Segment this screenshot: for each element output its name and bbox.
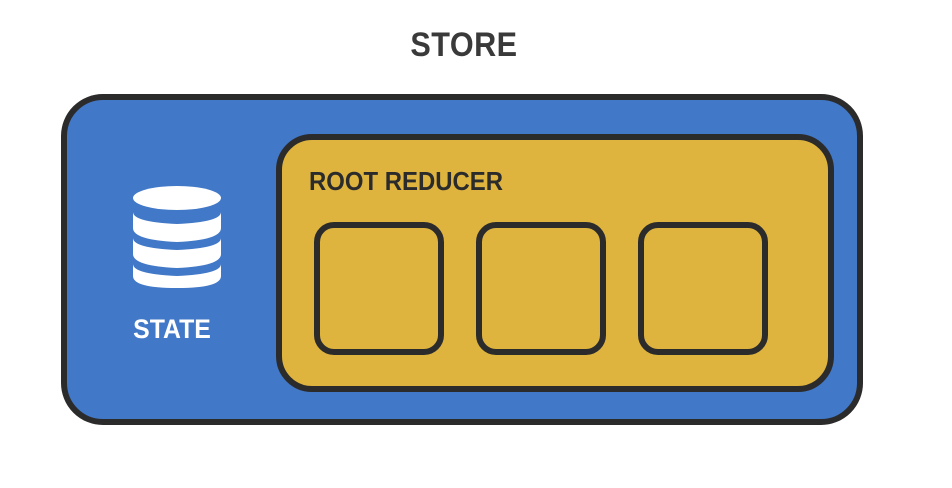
reducer-slot (638, 222, 768, 355)
root-reducer-label: ROOT REDUCER (309, 166, 504, 196)
reducer-slot (476, 222, 606, 355)
reducer-slot (314, 222, 444, 355)
store-title: STORE (410, 26, 518, 64)
state-label: STATE (133, 314, 211, 344)
database-icon (129, 184, 225, 293)
